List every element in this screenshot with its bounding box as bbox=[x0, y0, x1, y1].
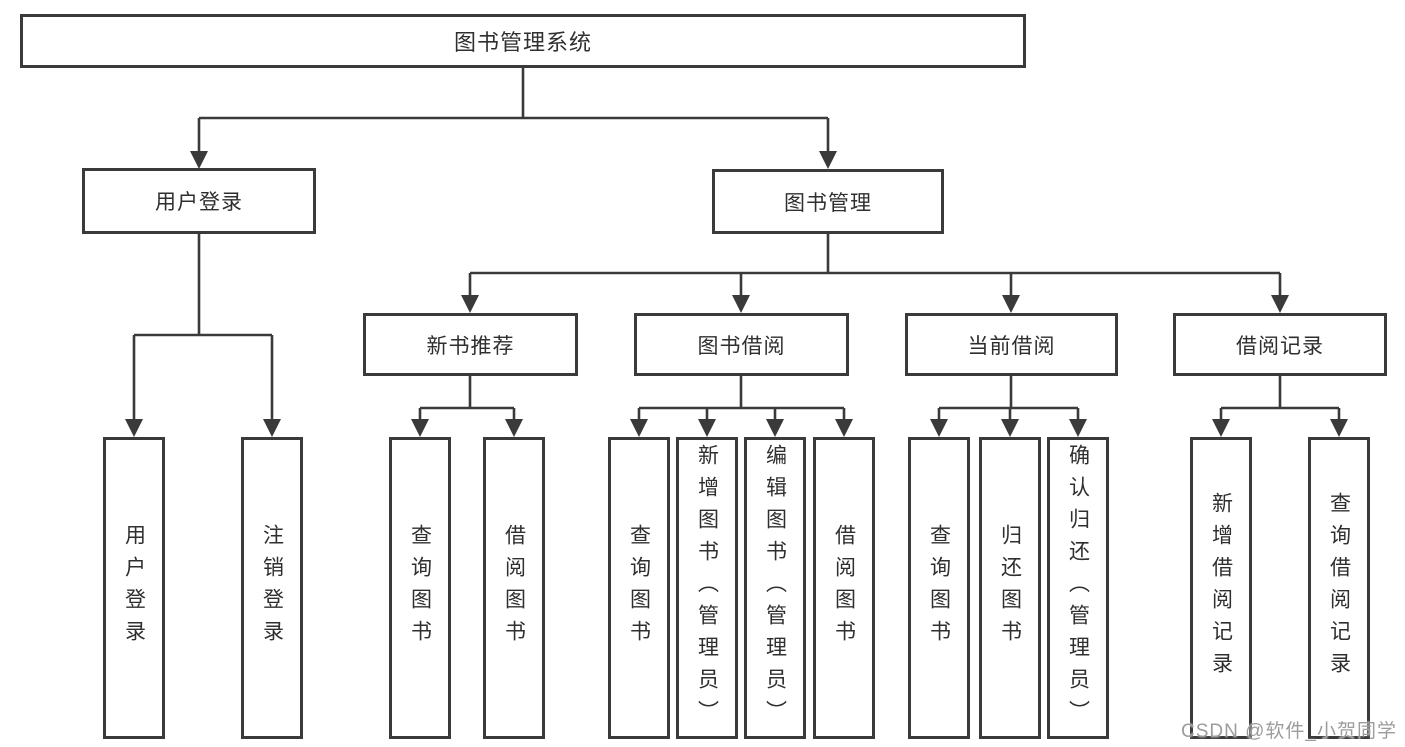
leaf-return-books: 归还图书 bbox=[979, 437, 1041, 739]
leaf-label: 新增图书（管理员） bbox=[695, 444, 719, 732]
leaf-label: 用户登录 bbox=[122, 524, 146, 652]
leaf-label: 借阅图书 bbox=[832, 524, 856, 652]
leaf-label: 确认归还（管理员） bbox=[1066, 444, 1090, 732]
leaf-label: 查询图书 bbox=[408, 524, 432, 652]
leaf-current-query-books: 查询图书 bbox=[908, 437, 970, 739]
csdn-watermark: CSDN @软件_小贺同学 bbox=[1181, 721, 1397, 742]
node-user-login: 用户登录 bbox=[82, 168, 316, 234]
node-label: 当前借阅 bbox=[967, 334, 1056, 358]
leaf-recommend-borrow-books: 借阅图书 bbox=[483, 437, 545, 739]
leaf-label: 编辑图书（管理员） bbox=[763, 444, 787, 732]
leaf-recommend-query-books: 查询图书 bbox=[389, 437, 451, 739]
node-label: 图书管理 bbox=[784, 191, 872, 215]
leaf-borrow-query-books: 查询图书 bbox=[608, 437, 670, 739]
leaf-label: 查询借阅记录 bbox=[1327, 492, 1351, 684]
leaf-logout: 注销登录 bbox=[241, 437, 303, 739]
node-current-borrowing: 当前借阅 bbox=[905, 313, 1118, 376]
leaf-label: 查询图书 bbox=[927, 524, 951, 652]
node-new-book-recommendation: 新书推荐 bbox=[363, 313, 578, 376]
leaf-add-borrow-record: 新增借阅记录 bbox=[1190, 437, 1252, 739]
node-label: 借阅记录 bbox=[1236, 334, 1324, 358]
leaf-add-book-admin: 新增图书（管理员） bbox=[676, 437, 738, 739]
leaf-label: 查询图书 bbox=[627, 524, 651, 652]
node-label: 图书管理系统 bbox=[453, 30, 592, 55]
leaf-label: 借阅图书 bbox=[502, 524, 526, 652]
node-label: 用户登录 bbox=[155, 191, 243, 214]
leaf-user-login: 用户登录 bbox=[103, 437, 165, 739]
leaf-label: 归还图书 bbox=[998, 524, 1022, 652]
leaf-confirm-return-admin: 确认归还（管理员） bbox=[1047, 437, 1109, 739]
node-label: 新书推荐 bbox=[426, 334, 515, 358]
leaf-query-borrow-record: 查询借阅记录 bbox=[1308, 437, 1370, 739]
leaf-borrow-books: 借阅图书 bbox=[813, 437, 875, 739]
leaf-edit-book-admin: 编辑图书（管理员） bbox=[744, 437, 806, 739]
node-borrowing-records: 借阅记录 bbox=[1173, 313, 1387, 376]
node-label: 图书借阅 bbox=[697, 334, 786, 358]
node-book-management: 图书管理 bbox=[712, 169, 944, 234]
node-library-management-system: 图书管理系统 bbox=[20, 14, 1026, 68]
node-book-borrowing: 图书借阅 bbox=[634, 313, 849, 376]
leaf-label: 注销登录 bbox=[260, 524, 284, 652]
leaf-label: 新增借阅记录 bbox=[1209, 492, 1233, 684]
